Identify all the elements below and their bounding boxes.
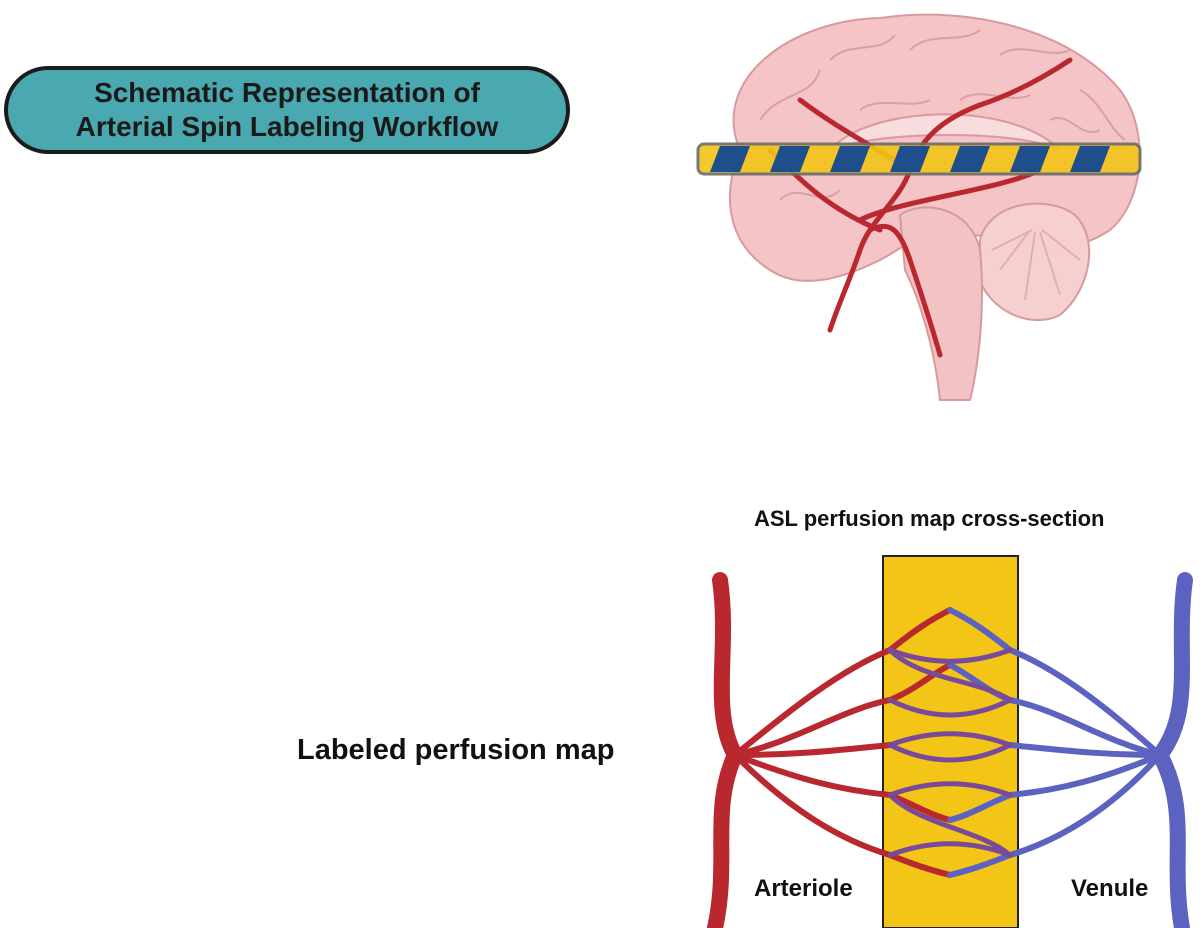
title-line-2: Arterial Spin Labeling Workflow — [75, 111, 499, 142]
perfusion-map-label: Labeled perfusion map — [297, 734, 615, 766]
capillaries — [887, 647, 1013, 858]
venous-branches — [947, 607, 1163, 878]
labeling-band — [696, 142, 1142, 176]
venule-vessel — [1150, 572, 1193, 928]
cross-section-label: ASL perfusion map cross-section — [754, 506, 1105, 531]
capillary-bed-illustration — [707, 555, 1193, 928]
brainstem — [898, 206, 983, 401]
brain-illustration — [696, 13, 1142, 401]
title-line-1: Schematic Representation of — [94, 77, 480, 108]
gyri — [759, 29, 1126, 201]
cerebellum-folia — [991, 229, 1081, 301]
arteriole-vessel — [707, 572, 744, 928]
venule-label: Venule — [1071, 875, 1149, 902]
cerebellum — [979, 202, 1091, 321]
arteriole-label: Arteriole — [754, 875, 853, 902]
title-box: Schematic Representation of Arterial Spi… — [4, 66, 570, 154]
